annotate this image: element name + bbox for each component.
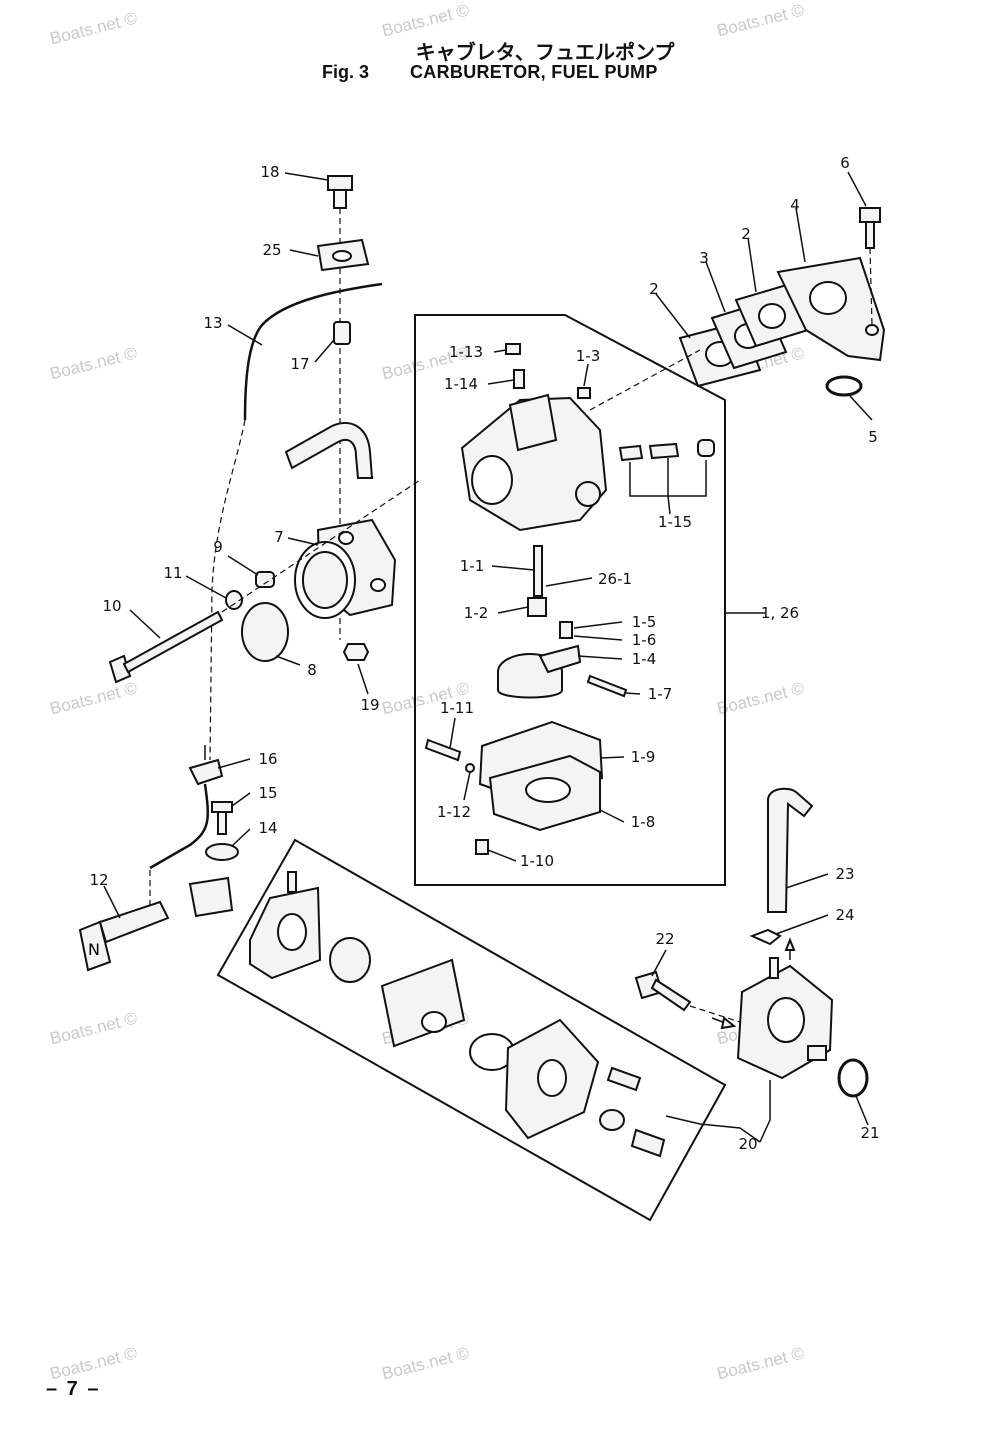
callout-24: 24: [835, 906, 855, 924]
pump-base: [249, 871, 322, 980]
washer-11: [225, 590, 243, 610]
screw-1-10: [475, 839, 489, 855]
callout-17: 17: [290, 355, 310, 373]
callout-16: 16: [258, 750, 278, 768]
callout-25: 25: [262, 241, 282, 259]
callout-1-13: 1-13: [448, 343, 484, 361]
collar-17: [333, 321, 351, 345]
callout-8: 8: [307, 661, 317, 679]
page-number: – 7 –: [46, 1378, 101, 1400]
callout-18: 18: [260, 163, 280, 181]
bolt-22: [634, 970, 692, 1012]
bolt-18: [327, 175, 353, 209]
callout-1-1: 1-1: [459, 557, 485, 575]
callout-19: 19: [360, 696, 380, 714]
nut-19: [342, 643, 370, 661]
callout-1-8: 1-8: [630, 813, 656, 831]
callout-6: 6: [840, 154, 850, 172]
callout-1-15: 1-15: [657, 513, 693, 531]
callout-1-3: 1-3: [575, 347, 601, 365]
clip-24: [749, 928, 782, 946]
callout-1-11: 1-11: [439, 699, 475, 717]
carburetor-assembly-box: [414, 314, 726, 886]
cap-8: [241, 602, 289, 662]
screw-1-3: [577, 387, 591, 399]
callout-20: 20: [738, 1135, 758, 1153]
callout-1-9: 1-9: [630, 748, 656, 766]
callout-12: 12: [89, 871, 109, 889]
callout-1-7: 1-7: [647, 685, 673, 703]
callout-11: 11: [163, 564, 183, 582]
callout-4: 4: [790, 196, 800, 214]
bracket: [188, 876, 234, 918]
fitting: [630, 1128, 666, 1158]
callout-14: 14: [258, 819, 278, 837]
clip-16: [188, 758, 224, 786]
callout-1-2: 1-2: [463, 604, 489, 622]
float-1-4: [497, 644, 582, 699]
washer-1-12: [465, 763, 475, 773]
figure-title: CARBURETOR, FUEL PUMP: [410, 62, 658, 82]
pump-screw: [606, 1066, 642, 1092]
callout-1-5: 1-5: [631, 613, 657, 631]
hose: [284, 422, 374, 479]
cable-13: [243, 282, 383, 421]
manifold-4: [776, 256, 886, 362]
spacer-9: [255, 571, 275, 588]
carburetor-body: [460, 393, 608, 532]
bowl-1-8: [488, 754, 601, 832]
callout-23: 23: [835, 865, 855, 883]
callout-3: 3: [699, 249, 709, 267]
callout-10: 10: [102, 597, 122, 615]
callout-1-26: 1, 26: [760, 604, 800, 622]
callout-26-1: 26-1: [597, 570, 633, 588]
callout-7: 7: [274, 528, 284, 546]
callout-22: 22: [655, 930, 675, 948]
knob-12: N: [78, 900, 170, 972]
callout-2: 2: [741, 225, 751, 243]
fuel-pump-20: [736, 957, 834, 1080]
svg-text:N: N: [88, 940, 100, 959]
callout-1-4: 1-4: [631, 650, 657, 668]
bolt-10: [108, 610, 224, 684]
adapter-7: [294, 518, 397, 619]
check-spring: [599, 1109, 625, 1131]
spring-1-14: [513, 369, 525, 389]
callout-2: 2: [649, 280, 659, 298]
pin-1-7: [586, 674, 628, 698]
callout-13: 13: [203, 314, 223, 332]
title-japanese: キャブレタ、フュエルポンプ: [415, 40, 675, 64]
screw-1-13: [505, 343, 521, 355]
figure-number: Fig. 3: [322, 62, 370, 82]
callout-21: 21: [860, 1124, 880, 1142]
washer-14: [205, 843, 239, 861]
callout-1-10: 1-10: [519, 852, 555, 870]
callout-9: 9: [213, 538, 223, 556]
idle-screw-1-15: [618, 439, 715, 462]
callout-1-14: 1-14: [443, 375, 479, 393]
screw-1-11: [424, 738, 462, 762]
screw-15: [211, 801, 233, 813]
o-ring-5: [825, 375, 863, 397]
fuel-pump-assembly-box: [216, 838, 727, 1222]
diaphragm: [380, 958, 466, 1048]
bolt-6: [859, 207, 881, 249]
callout-1-12: 1-12: [436, 803, 472, 821]
callout-5: 5: [868, 428, 878, 446]
jet-1-2: [527, 597, 547, 617]
callout-15: 15: [258, 784, 278, 802]
needle-1-5: [559, 621, 573, 639]
callout-1-6: 1-6: [631, 631, 657, 649]
hose-23: [767, 787, 814, 913]
valve-disc: [329, 937, 371, 983]
o-ring-21: [837, 1058, 869, 1098]
nozzle-1-1: [533, 545, 543, 597]
